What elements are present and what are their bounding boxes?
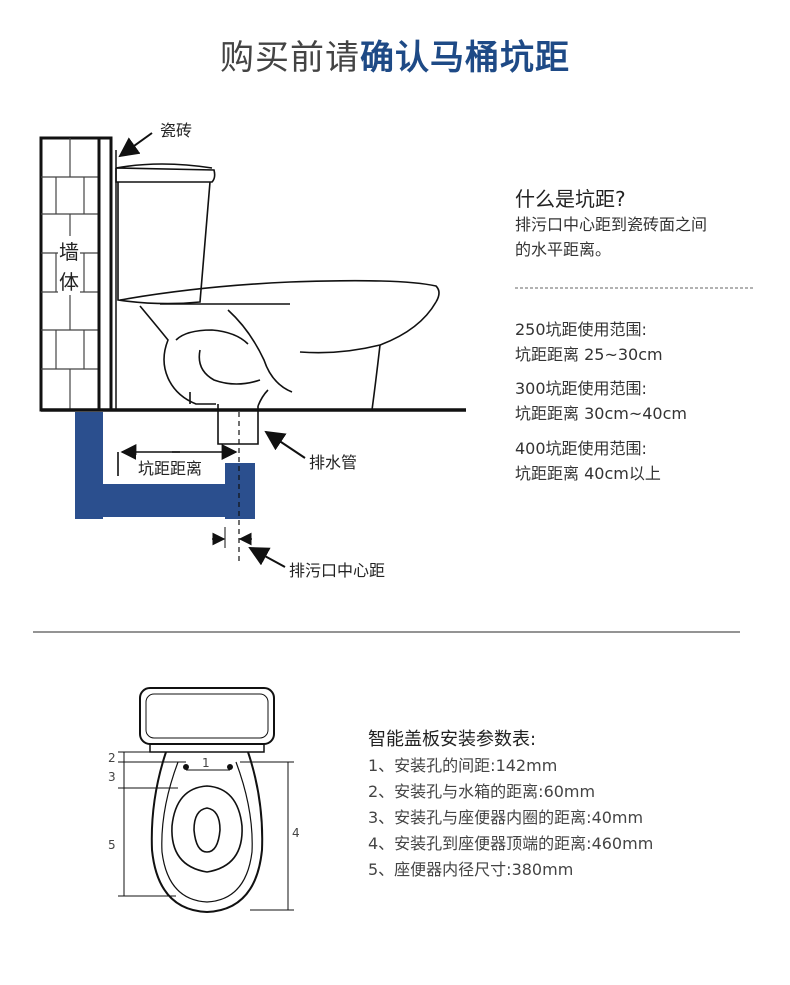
pit-distance-label: 坑距距离 <box>136 455 205 479</box>
range-400-title: 400坑距使用范围: <box>515 439 647 458</box>
title-light: 购买前请 <box>220 38 360 78</box>
dim-5-label: 5 <box>108 838 116 852</box>
param-item: 2、安装孔与水箱的距离:60mm <box>368 782 596 801</box>
title-bold: 确认马桶坑距 <box>360 38 570 78</box>
definition-answer-line2: 的水平距离。 <box>515 240 612 259</box>
toilet-outline <box>115 163 440 445</box>
definition-answer: 排污口中心距到瓷砖面之间 的水平距离。 <box>515 212 707 262</box>
range-250-title: 250坑距使用范围: <box>515 320 647 339</box>
definition-question: 什么是坑距? <box>515 187 626 211</box>
outlet-center-arrow <box>248 547 286 568</box>
seat-dimensions <box>118 751 294 911</box>
wall-label-1: 墙 <box>58 236 80 265</box>
param-item: 5、座便器内径尺寸:380mm <box>368 860 574 879</box>
range-250: 250坑距使用范围: 坑距距离 25~30cm <box>515 317 663 367</box>
wall-label-2: 体 <box>58 266 80 295</box>
drain-pipe-shape <box>75 412 255 519</box>
dim-1-label: 1 <box>202 756 210 770</box>
drain-pipe-label: 排水管 <box>309 453 358 472</box>
seat-top-view <box>139 687 275 914</box>
range-300-title: 300坑距使用范围: <box>515 379 647 398</box>
range-400: 400坑距使用范围: 坑距距离 40cm以上 <box>515 436 661 486</box>
page-title: 购买前请确认马桶坑距 <box>0 30 790 79</box>
param-item: 3、安装孔与座便器内圈的距离:40mm <box>368 808 644 827</box>
tile-arrow <box>118 132 153 158</box>
range-300-value: 坑距距离 30cm~40cm <box>515 404 687 423</box>
dim-3-label: 3 <box>108 770 116 784</box>
param-item: 4、安装孔到座便器顶端的距离:460mm <box>368 834 654 853</box>
range-250-value: 坑距距离 25~30cm <box>515 345 663 364</box>
params-list: 1、安装孔的间距:142mm 2、安装孔与水箱的距离:60mm 3、安装孔与座便… <box>368 753 653 883</box>
param-item: 1、安装孔的间距:142mm <box>368 756 558 775</box>
dim-4-label: 4 <box>292 826 300 840</box>
tile-label: 瓷砖 <box>160 121 193 140</box>
definition-answer-line1: 排污口中心距到瓷砖面之间 <box>515 215 708 234</box>
range-300: 300坑距使用范围: 坑距距离 30cm~40cm <box>515 376 687 426</box>
range-400-value: 坑距距离 40cm以上 <box>515 464 661 483</box>
dim-2-label: 2 <box>108 751 116 765</box>
pit-distance-dimension <box>117 444 238 476</box>
params-title: 智能盖板安装参数表: <box>368 729 537 750</box>
drain-pipe-arrow <box>264 430 306 459</box>
outlet-center-label: 排污口中心距 <box>289 561 386 580</box>
